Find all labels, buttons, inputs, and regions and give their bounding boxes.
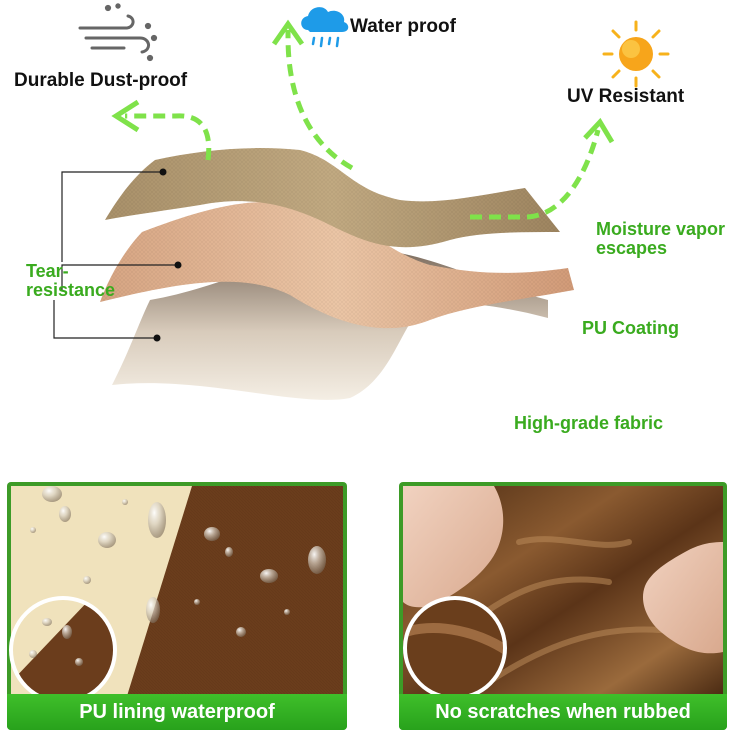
tear-resistance-label: Tear- resistance (26, 261, 116, 300)
leader-lines (53, 171, 178, 339)
scratch-caption: No scratches when rubbed (399, 694, 727, 730)
sun-icon (602, 20, 670, 88)
moisture-vapor-label: Moisture vapor escapes (596, 219, 726, 258)
waterproof-photo-panel: PU lining waterproof (7, 482, 347, 730)
left-hand (403, 486, 504, 608)
pu-coating-label: PU Coating (582, 318, 679, 338)
arrow-heads (111, 19, 615, 144)
magnifier-inset (9, 596, 117, 704)
layer-dot (174, 261, 182, 269)
waterproof-photo (7, 482, 347, 730)
water-droplets (30, 486, 326, 637)
water-proof-label: Water proof (350, 16, 456, 37)
scratch-photo (399, 482, 727, 730)
dashed-arrows (125, 29, 601, 220)
wind-dust-icon (78, 3, 158, 62)
high-grade-fabric-label: High-grade fabric (514, 413, 664, 433)
layer-dot (159, 168, 167, 176)
rain-cloud-icon (301, 7, 349, 48)
dust-proof-label: Durable Dust-proof (14, 70, 188, 91)
right-hand (642, 542, 723, 654)
magnifier-inset (403, 596, 507, 700)
layer-dot (153, 334, 161, 342)
uv-resistant-label: UV Resistant (567, 86, 685, 107)
layer-diagram (53, 3, 670, 400)
waterproof-caption: PU lining waterproof (7, 694, 347, 730)
scratch-photo-panel: No scratches when rubbed (399, 482, 727, 730)
